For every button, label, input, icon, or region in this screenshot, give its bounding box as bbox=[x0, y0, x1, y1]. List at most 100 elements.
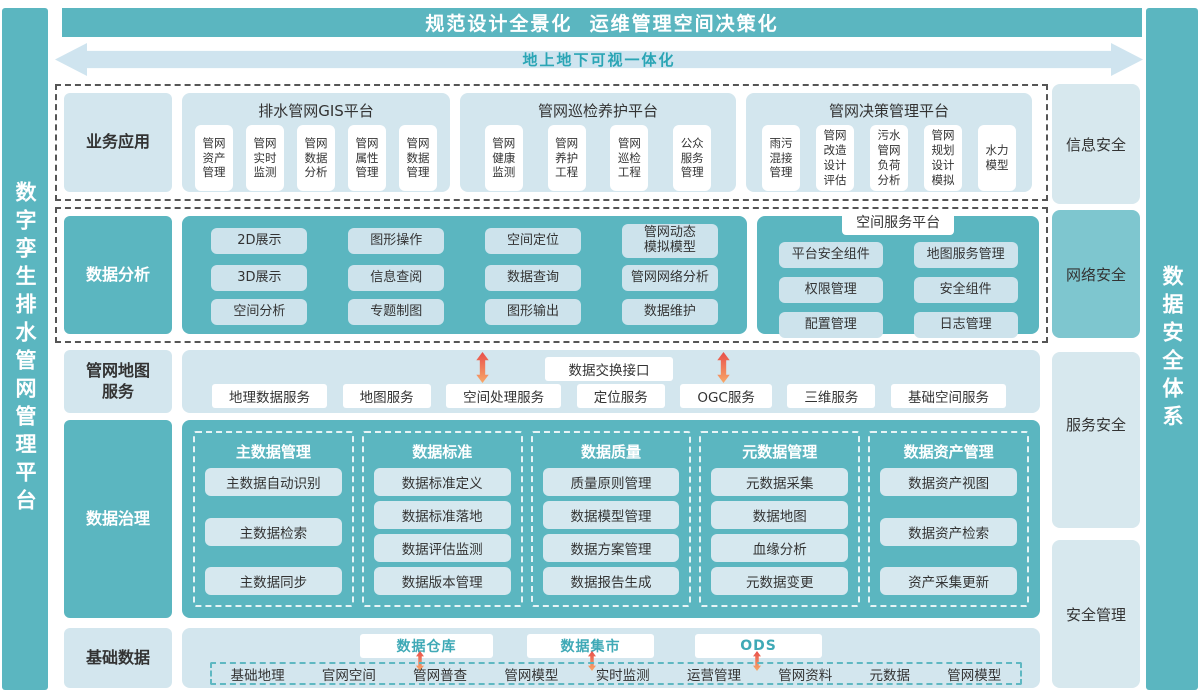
double-arrow-banner: 地上地下可视一体化 bbox=[55, 43, 1143, 76]
function-pill: 信息查阅 bbox=[348, 265, 445, 291]
govbox-items: 数据标准定义数据标准落地数据评估监测数据版本管理 bbox=[373, 468, 511, 595]
row-label-map-service: 管网地图 服务 bbox=[64, 350, 172, 413]
map-service-pill: 基础空间服务 bbox=[890, 384, 1006, 408]
source-item: 实时监测 bbox=[595, 667, 650, 684]
function-pill: 空间定位 bbox=[485, 228, 582, 254]
security-box-information: 信息安全 bbox=[1052, 84, 1140, 204]
governance-pill: 元数据变更 bbox=[711, 567, 849, 595]
govbox-items: 元数据采集数据地图血缘分析元数据变更 bbox=[711, 468, 849, 595]
source-item: 管网模型 bbox=[947, 667, 1002, 684]
exchange-arrow-icon bbox=[416, 651, 424, 671]
module-pill: 管网 属性 管理 bbox=[348, 125, 386, 191]
row-label-base-data: 基础数据 bbox=[64, 628, 172, 688]
governance-pill: 数据资产检索 bbox=[880, 517, 1017, 546]
source-item: 管网模型 bbox=[504, 667, 559, 684]
source-item: 管网资料 bbox=[778, 667, 833, 684]
group-title: 排水管网GIS平台 bbox=[258, 102, 374, 120]
module-pill: 管网 养护 工程 bbox=[547, 125, 586, 191]
governance-pill: 数据模型管理 bbox=[542, 501, 680, 529]
source-item: 官网空间 bbox=[321, 667, 376, 684]
group-title: 管网决策管理平台 bbox=[828, 102, 949, 120]
map-service-pill: 地图服务 bbox=[342, 384, 431, 408]
module-pill: 公众 服务 管理 bbox=[673, 125, 712, 191]
data-exchange-interface-pill: 数据交换接口 bbox=[545, 357, 673, 381]
govbox-title: 数据资产管理 bbox=[903, 443, 994, 461]
base-data-box: 数据仓库 数据集市 ODS 基础地理官网空间管网普查管网模型实时监测运营管理管网… bbox=[182, 628, 1040, 688]
map-service-pill: 定位服务 bbox=[576, 384, 665, 408]
service-pill: 地图服务管理 bbox=[913, 242, 1018, 268]
data-warehouse-pill: 数据仓库 bbox=[360, 634, 493, 658]
service-pill: 权限管理 bbox=[778, 277, 883, 303]
module-pill: 管网 数据 分析 bbox=[297, 125, 335, 191]
source-item: 运营管理 bbox=[686, 667, 741, 684]
govbox-data-asset: 数据资产管理 数据资产视图数据资产检索资产采集更新 bbox=[868, 431, 1029, 607]
map-service-pill: OGC服务 bbox=[680, 384, 772, 408]
source-item: 管网普查 bbox=[413, 667, 468, 684]
group-gis-platform: 排水管网GIS平台 管网 资产 管理管网 实时 监测管网 数据 分析管网 属性 … bbox=[182, 93, 450, 192]
row-business-applications: 业务应用 排水管网GIS平台 管网 资产 管理管网 实时 监测管网 数据 分析管… bbox=[55, 84, 1048, 201]
group-decision-platform: 管网决策管理平台 雨污 混接 管理管网 改造 设计 评估污水 管网 负荷 分析管… bbox=[746, 93, 1032, 192]
function-pill: 数据查询 bbox=[485, 265, 582, 291]
service-pill: 平台安全组件 bbox=[778, 242, 883, 268]
row-label-analysis: 数据分析 bbox=[64, 216, 172, 334]
module-pill: 管网 改造 设计 评估 bbox=[816, 125, 854, 191]
right-title-bar: 数据安全体系 bbox=[1146, 8, 1198, 690]
govbox-items: 主数据自动识别主数据检索主数据同步 bbox=[205, 468, 342, 595]
governance-pill: 数据标准定义 bbox=[373, 468, 511, 496]
left-title-bar: 数字孪生排水管网管理平台 bbox=[2, 8, 48, 690]
map-service-pill: 空间处理服务 bbox=[446, 384, 562, 408]
module-pill: 管网 数据 管理 bbox=[399, 125, 437, 191]
security-box-management: 安全管理 bbox=[1052, 540, 1140, 688]
row-label-governance: 数据治理 bbox=[64, 420, 172, 618]
exchange-arrow-icon bbox=[717, 352, 730, 383]
group-gis-items: 管网 资产 管理管网 实时 监测管网 数据 分析管网 属性 管理管网 数据 管理 bbox=[182, 125, 450, 199]
module-pill: 污水 管网 负荷 分析 bbox=[870, 125, 908, 191]
module-pill: 管网 实时 监测 bbox=[246, 125, 284, 191]
source-item: 元数据 bbox=[869, 667, 910, 684]
module-pill: 水力 模型 bbox=[978, 125, 1016, 191]
governance-pill: 资产采集更新 bbox=[880, 567, 1017, 595]
group-inspection-items: 管网 健康 监测管网 养护 工程管网 巡检 工程公众 服务 管理 bbox=[460, 125, 736, 199]
function-pill: 专题制图 bbox=[348, 299, 445, 325]
spatial-service-items: 平台安全组件地图服务管理权限管理安全组件配置管理日志管理 bbox=[771, 242, 1025, 338]
governance-pill: 数据方案管理 bbox=[542, 534, 680, 562]
govbox-title: 主数据管理 bbox=[235, 443, 311, 461]
platform-title: 数字孪生排水管网管理平台 bbox=[13, 181, 37, 517]
module-pill: 雨污 混接 管理 bbox=[762, 125, 800, 191]
row-label-business: 业务应用 bbox=[64, 93, 172, 192]
function-pill: 2D展示 bbox=[211, 228, 308, 254]
function-pill: 数据维护 bbox=[621, 299, 718, 325]
module-pill: 管网 资产 管理 bbox=[195, 125, 233, 191]
govbox-title: 数据质量 bbox=[580, 443, 641, 461]
govbox-title: 数据标准 bbox=[412, 443, 473, 461]
function-pill: 图形操作 bbox=[348, 228, 445, 254]
govbox-metadata: 元数据管理 元数据采集数据地图血缘分析元数据变更 bbox=[699, 431, 861, 607]
data-security-system-title: 数据安全体系 bbox=[1160, 265, 1184, 433]
governance-pill: 主数据自动识别 bbox=[205, 468, 342, 496]
govbox-items: 质量原则管理数据模型管理数据方案管理数据报告生成 bbox=[542, 468, 680, 595]
exchange-arrow-icon bbox=[476, 352, 489, 383]
map-service-pill: 地理数据服务 bbox=[212, 384, 327, 408]
function-pill: 3D展示 bbox=[211, 265, 308, 291]
governance-pill: 数据标准落地 bbox=[373, 501, 511, 529]
governance-pill: 元数据采集 bbox=[711, 468, 849, 496]
header-banner: 规范设计全景化 运维管理空间决策化 bbox=[62, 8, 1142, 37]
security-box-service: 服务安全 bbox=[1052, 352, 1140, 528]
governance-pill: 数据评估监测 bbox=[373, 534, 511, 562]
spatial-service-platform-box: 空间服务平台 平台安全组件地图服务管理权限管理安全组件配置管理日志管理 bbox=[757, 209, 1039, 338]
govbox-data-quality: 数据质量 质量原则管理数据模型管理数据方案管理数据报告生成 bbox=[530, 431, 692, 607]
group-title: 管网巡检养护平台 bbox=[537, 102, 658, 120]
function-pill: 管网动态 模拟模型 bbox=[621, 224, 718, 258]
module-pill: 管网 巡检 工程 bbox=[610, 125, 649, 191]
source-item: 基础地理 bbox=[230, 667, 285, 684]
spatial-service-platform-title: 空间服务平台 bbox=[842, 209, 955, 235]
governance-pill: 数据报告生成 bbox=[542, 567, 680, 595]
module-pill: 管网 健康 监测 bbox=[484, 125, 523, 191]
service-pill: 安全组件 bbox=[913, 277, 1018, 303]
service-pill: 配置管理 bbox=[778, 312, 883, 338]
governance-pill: 血缘分析 bbox=[711, 534, 849, 562]
